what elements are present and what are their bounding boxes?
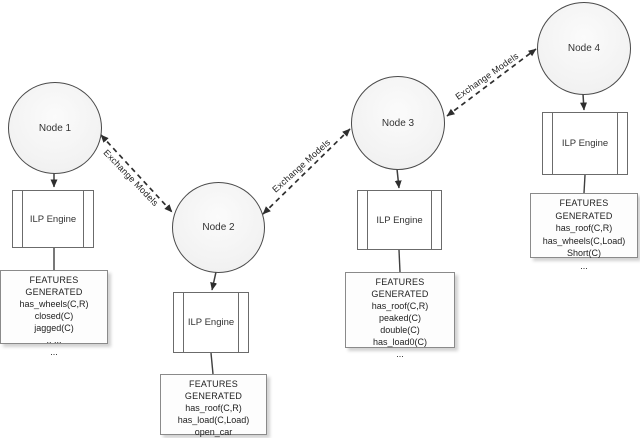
node2-feature-line: has_roof(C,R) bbox=[185, 403, 242, 413]
node4-label: Node 4 bbox=[567, 43, 601, 54]
node1-feature-line: has_wheels(C,R) bbox=[19, 299, 89, 309]
node3-label: Node 3 bbox=[381, 117, 415, 129]
node4-features-box: FEATURES GENERATED has_roof(C,R) has_whe… bbox=[530, 193, 638, 271]
node1-features-box: FEATURES GENERATED has_wheels(C,R) close… bbox=[0, 270, 108, 357]
node3-feature-line: has_roof(C,R) bbox=[371, 301, 429, 311]
node2-feature-line: has_load(C,Load) bbox=[177, 415, 250, 425]
node1-feature-line: .. ... bbox=[46, 335, 62, 345]
node4-circle: Node 4 bbox=[537, 2, 631, 95]
node1-ilp-engine-label: ILP Engine bbox=[29, 213, 77, 225]
node3-circle: Node 3 bbox=[351, 76, 445, 170]
node3-features-box: FEATURES GENERATED has_roof(C,R) peaked(… bbox=[345, 272, 455, 359]
line-engine3-to-features bbox=[398, 249, 401, 273]
node3-ilp-engine-label: ILP Engine bbox=[376, 214, 423, 226]
exchange-arrow-node3-node4 bbox=[446, 48, 537, 117]
exchange-arrow-node2-node3 bbox=[262, 128, 351, 215]
node2-ilp-engine-box: ILP Engine bbox=[173, 292, 249, 353]
line-engine2-to-features bbox=[210, 352, 214, 375]
node4-feature-line: has_roof(C,R) bbox=[555, 223, 613, 233]
node4-feature-line: ... bbox=[580, 260, 588, 271]
node4-ilp-engine-box: ILP Engine bbox=[542, 112, 628, 175]
node3-features-title: FEATURES GENERATED bbox=[371, 277, 429, 299]
node1-feature-line: jagged(C) bbox=[34, 323, 74, 333]
exchange-arrow-node1-node2 bbox=[100, 134, 173, 213]
node3-feature-line: ... bbox=[396, 349, 404, 359]
node4-features-title: FEATURES GENERATED bbox=[555, 198, 613, 221]
node1-ilp-engine-box: ILP Engine bbox=[12, 190, 94, 248]
node3-feature-line: double(C) bbox=[380, 325, 420, 335]
node4-feature-line: Short(C) bbox=[566, 248, 601, 258]
node1-circle: Node 1 bbox=[8, 82, 102, 174]
node1-features-title: FEATURES GENERATED bbox=[25, 275, 83, 297]
node1-feature-line: ... bbox=[50, 347, 58, 357]
node2-features-box: FEATURES GENERATED has_roof(C,R) has_loa… bbox=[160, 374, 267, 437]
node2-feature-line: open_car bbox=[194, 427, 233, 437]
arrow-node2-to-engine bbox=[210, 271, 218, 291]
node4-feature-line: has_wheels(C,Load) bbox=[542, 235, 626, 246]
node3-ilp-engine-box: ILP Engine bbox=[357, 190, 442, 250]
line-engine4-to-features bbox=[583, 174, 586, 194]
node3-feature-line: has_load0(C) bbox=[372, 337, 428, 347]
node4-ilp-engine-label: ILP Engine bbox=[561, 138, 609, 149]
node1-feature-line: closed(C) bbox=[34, 311, 74, 321]
node1-label: Node 1 bbox=[38, 122, 72, 134]
node2-label: Node 2 bbox=[202, 222, 235, 233]
arrow-node4-to-engine bbox=[580, 93, 588, 111]
node2-ilp-engine-label: ILP Engine bbox=[187, 317, 235, 328]
arrow-node3-to-engine bbox=[394, 168, 402, 189]
node2-features-title: FEATURES GENERATED bbox=[184, 379, 243, 401]
node3-feature-line: peaked(C) bbox=[378, 313, 422, 323]
node2-circle: Node 2 bbox=[172, 182, 265, 273]
